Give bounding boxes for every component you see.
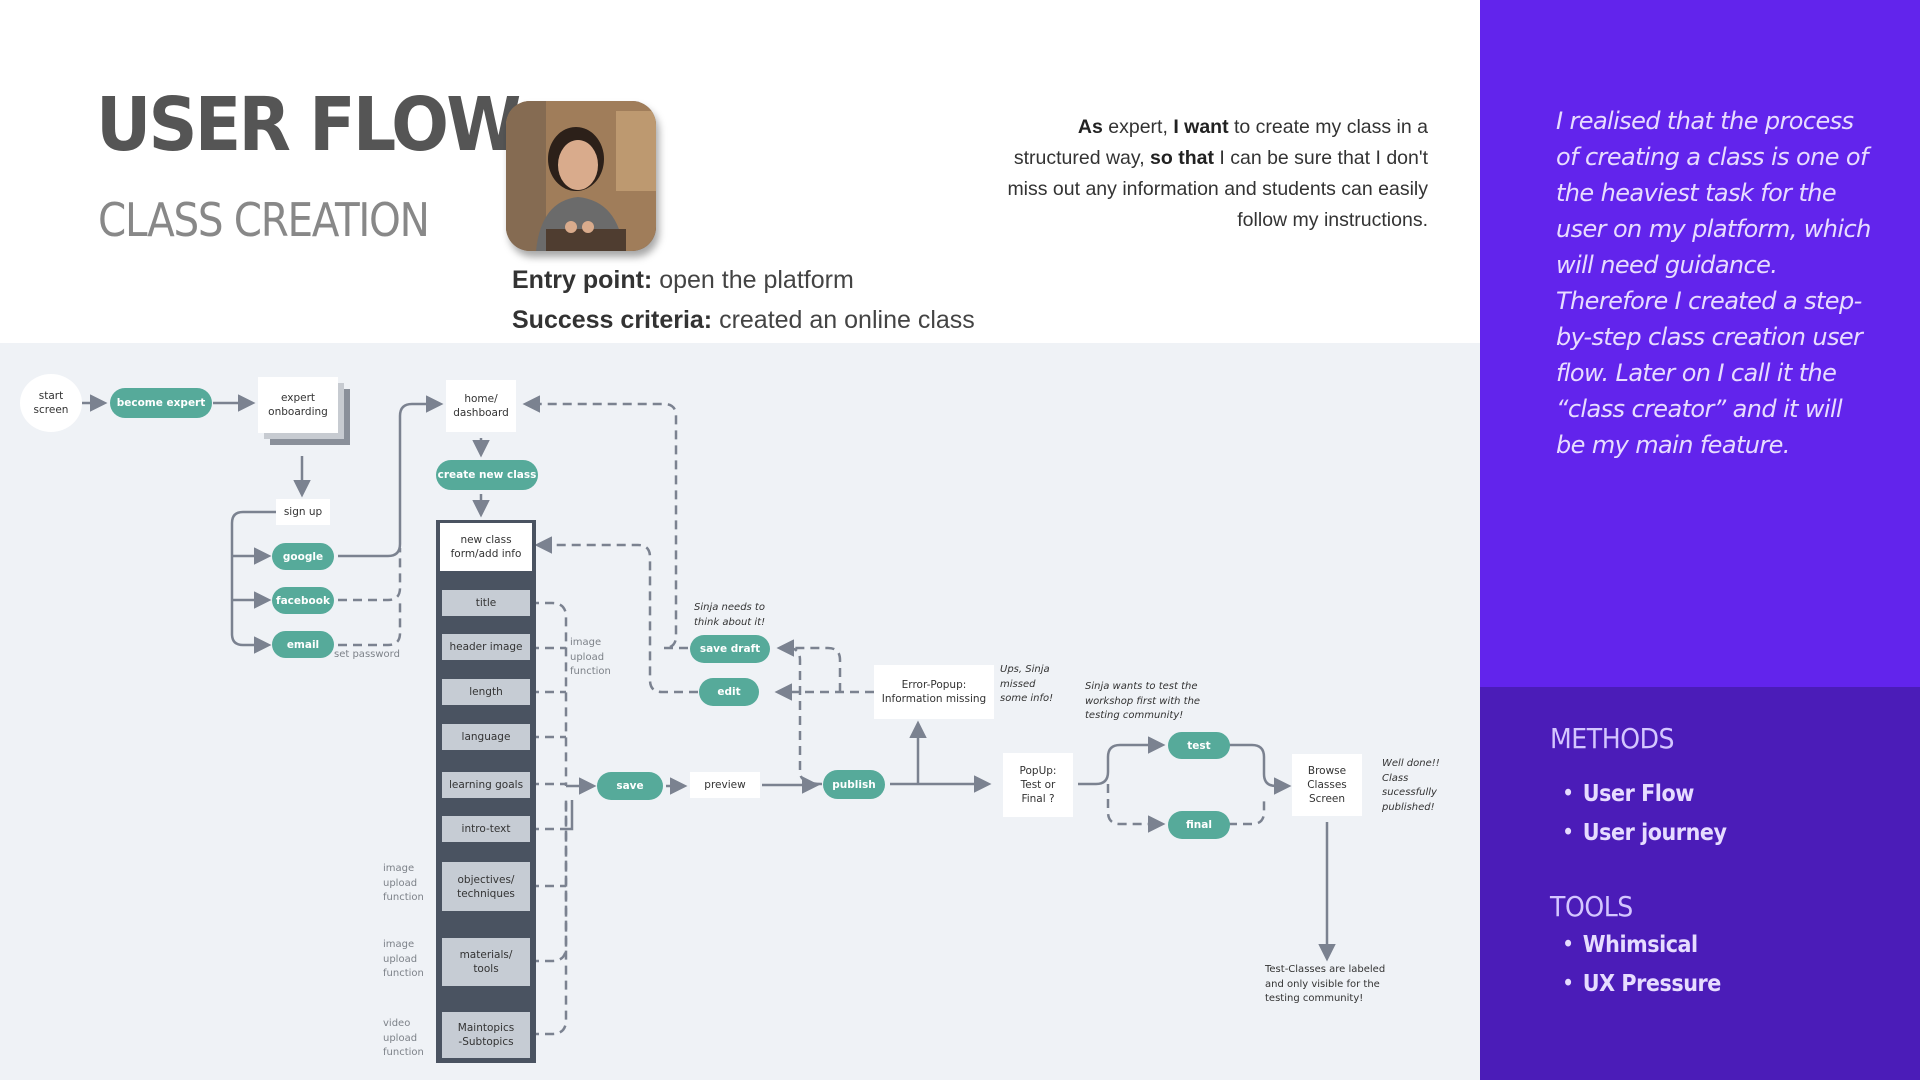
story-want-value: to create my class in a structured way,: [1013, 116, 1428, 169]
entry-point-value: open the platform: [652, 266, 854, 294]
reflection-panel: [1480, 0, 1920, 687]
note-ups: Ups, Sinja missed some info!: [1000, 664, 1054, 704]
create-new-class-node: create new class: [436, 460, 538, 490]
set-password-label: set password: [334, 649, 400, 660]
image-upload-note-header: image upload function: [570, 637, 611, 677]
story-as-label: As: [1077, 116, 1103, 138]
entry-point: Entry point: open the platform: [512, 266, 854, 295]
step-objectives: objectives/ techniques: [442, 862, 530, 911]
publish-node: publish: [823, 770, 885, 799]
preview-node: preview: [690, 772, 760, 798]
persona-photo: [506, 101, 656, 251]
method-item: User Flow: [1562, 774, 1726, 813]
edit-node: edit: [699, 678, 759, 706]
success-criteria-value: created an online class: [712, 306, 975, 334]
google-node: google: [272, 543, 334, 570]
step-language: language: [442, 724, 530, 750]
home-dashboard-node: home/ dashboard: [446, 380, 516, 432]
reflection-text: I realised that the process of creating …: [1556, 107, 1871, 459]
image-upload-note-materials: image upload function: [383, 939, 424, 979]
methods-heading: METHODS: [1550, 722, 1675, 755]
story-sothat-value: I can be sure that I don't miss out any …: [1007, 147, 1428, 231]
tool-item: UX Pressure: [1562, 964, 1722, 1003]
new-class-form-node: new class form/add info: [440, 523, 532, 571]
step-maintopics: Maintopics -Subtopics: [442, 1012, 530, 1058]
test-node: test: [1168, 732, 1230, 759]
page-title: USER FLOW: [96, 82, 521, 168]
facebook-node: facebook: [272, 587, 334, 614]
expert-onboarding-node: expert onboarding: [258, 377, 338, 433]
save-draft-node: save draft: [690, 635, 770, 663]
tools-heading: TOOLS: [1550, 890, 1633, 923]
step-materials: materials/ tools: [442, 938, 530, 986]
save-node: save: [597, 772, 663, 800]
final-node: final: [1168, 811, 1230, 839]
note-test-classes: Test-Classes are labeled and only visibl…: [1265, 964, 1386, 1004]
entry-point-label: Entry point:: [512, 266, 653, 294]
success-criteria: Success criteria: created an online clas…: [512, 306, 975, 335]
note-sinja-think: Sinja needs to think about it!: [694, 602, 766, 628]
user-story: As expert, I want to create my class in …: [990, 112, 1428, 236]
sign-up-node: sign up: [276, 499, 330, 525]
note-test: Sinja wants to test the workshop first w…: [1085, 681, 1201, 721]
tools-list: Whimsical UX Pressure: [1562, 925, 1739, 1003]
popup-test-final-node: PopUp: Test or Final ?: [1003, 753, 1073, 817]
become-expert-node: become expert: [110, 388, 212, 418]
email-node: email: [272, 631, 334, 658]
methods-tools-panel: [1480, 687, 1920, 1080]
method-item: User journey: [1562, 813, 1727, 852]
start-screen-node: start screen: [20, 374, 82, 432]
browse-classes-node: Browse Classes Screen: [1292, 754, 1362, 816]
diagram-area: [0, 343, 1480, 1080]
methods-list: User Flow User journey: [1562, 774, 1745, 852]
step-learning-goals: learning goals: [442, 772, 530, 798]
page-subtitle: CLASS CREATION: [98, 193, 430, 247]
step-length: length: [442, 679, 530, 705]
step-title: title: [442, 590, 530, 616]
image-upload-note-objectives: image upload function: [383, 863, 424, 903]
persona-image: [506, 101, 656, 251]
step-header-image: header image: [442, 634, 530, 660]
step-intro-text: intro-text: [442, 816, 530, 842]
video-upload-note: video upload function: [383, 1018, 424, 1058]
story-want-label: I want: [1173, 116, 1229, 138]
story-sothat-label: so that: [1150, 147, 1214, 169]
flow-connectors: [82, 394, 1336, 1036]
error-popup-node: Error-Popup: Information missing: [874, 665, 994, 719]
note-well-done: Well done!! Class sucessfully published!: [1382, 758, 1440, 813]
tool-item: Whimsical: [1562, 925, 1721, 964]
story-as-value: expert,: [1102, 116, 1174, 138]
success-criteria-label: Success criteria:: [512, 306, 713, 334]
